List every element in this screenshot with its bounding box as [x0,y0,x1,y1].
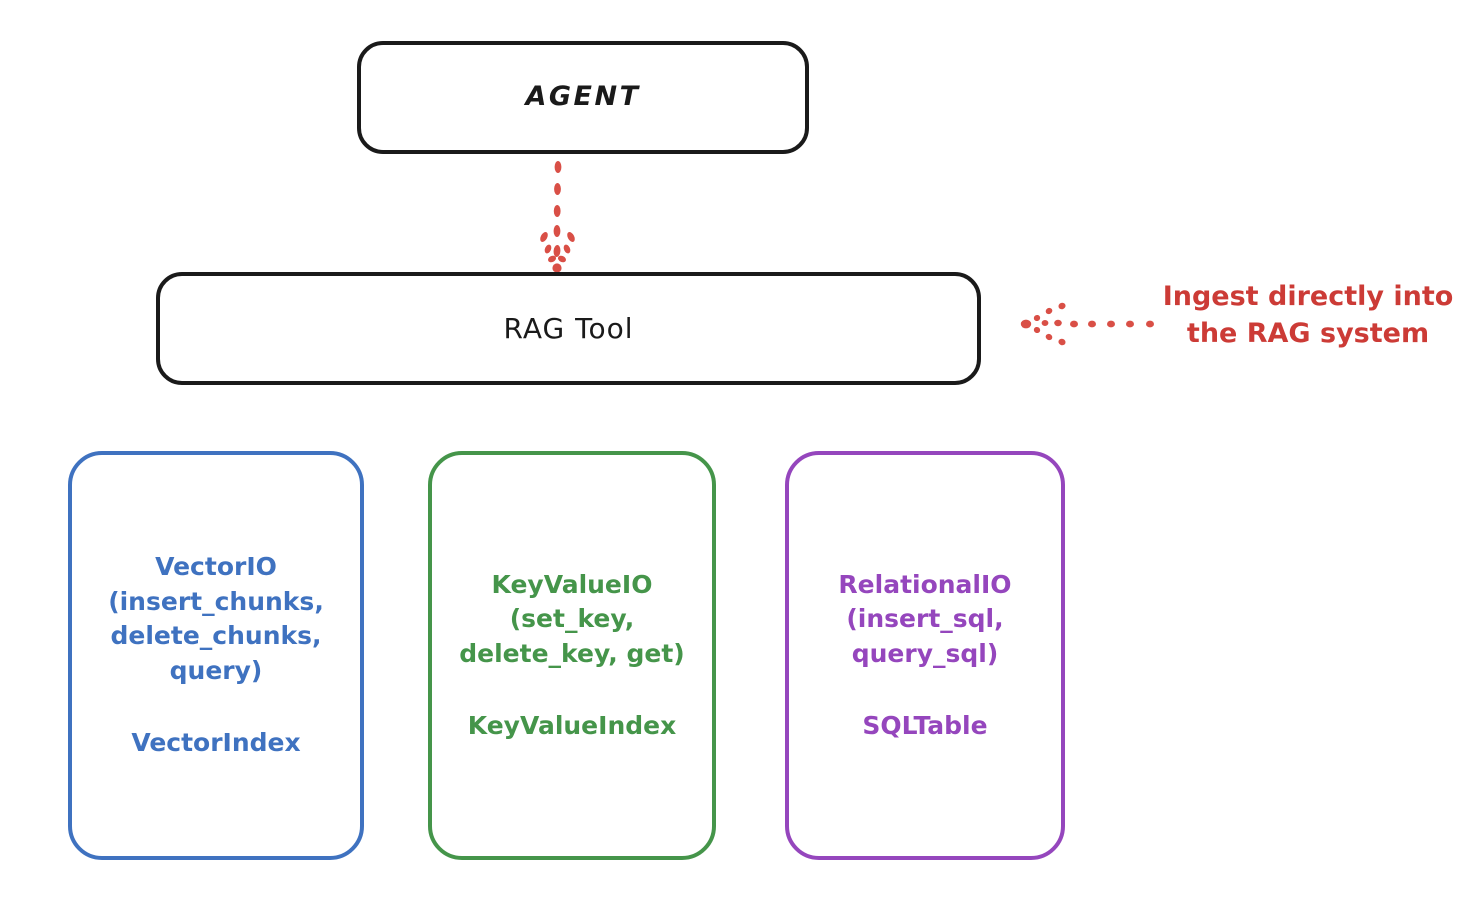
dotted-arrow-down-icon [540,161,575,273]
node-key-value-io[interactable]: KeyValueIO (set_key, delete_key, get) Ke… [428,451,716,860]
node-relational-io[interactable]: RelationalIO (insert_sql, query_sql) SQL… [785,451,1065,860]
node-key-value-io-index-label: KeyValueIndex [467,711,677,740]
dotted-arrow-left-icon [1020,302,1154,346]
annotation-ingest-text: Ingest directly into the RAG system [1162,281,1454,350]
node-vector-io[interactable]: VectorIO (insert_chunks, delete_chunks, … [68,451,364,860]
node-key-value-io-api-label: KeyValueIO (set_key, delete_key, get) [459,569,685,668]
node-agent[interactable]: AGENT [357,41,809,154]
node-vector-io-api-label: VectorIO (insert_chunks, delete_chunks, … [108,552,324,685]
node-relational-io-api-label: RelationalIO (insert_sql, query_sql) [838,569,1012,668]
node-rag-tool[interactable]: RAG Tool [156,272,981,385]
node-agent-label: AGENT [525,81,641,113]
node-vector-io-index-label: VectorIndex [131,728,301,758]
node-relational-io-index-label: SQLTable [862,711,988,740]
node-rag-tool-label: RAG Tool [503,311,634,345]
